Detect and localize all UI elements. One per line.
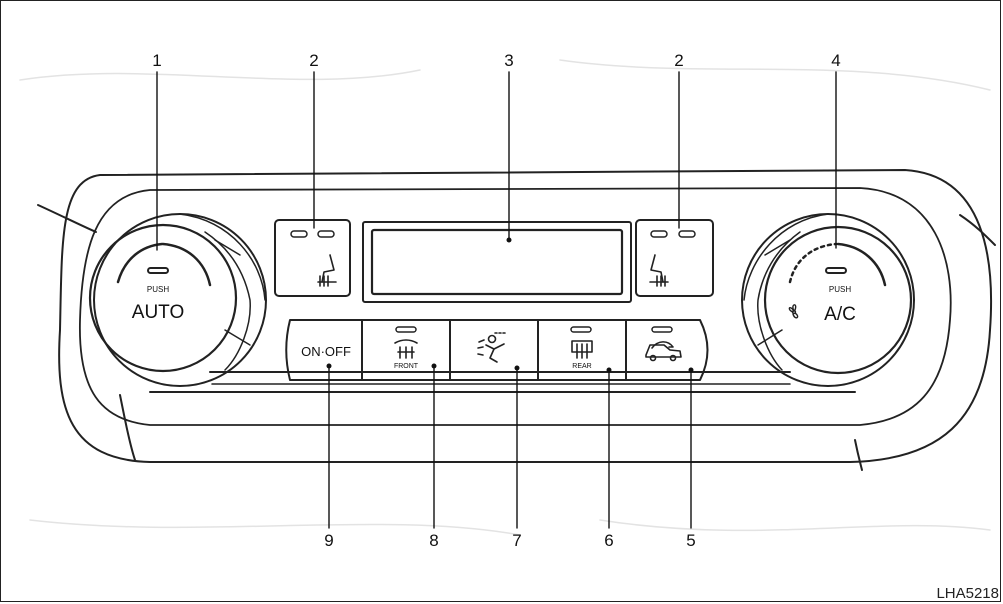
callout-3: 3 — [504, 51, 513, 70]
right-seat-lamp-2 — [678, 230, 696, 238]
right-dash-line — [959, 214, 996, 246]
right-seat-heater-button[interactable] — [635, 219, 714, 297]
background-sketch — [19, 59, 991, 536]
ac-label: A/C — [824, 304, 856, 325]
seat-heater-icon — [649, 254, 669, 287]
callout-5: 5 — [686, 531, 695, 550]
auto-knob[interactable] — [88, 213, 267, 387]
airflow-mode-icon — [477, 332, 506, 363]
on-off-button[interactable] — [285, 319, 363, 381]
display-screen — [362, 221, 632, 303]
callout-2-left: 2 — [309, 51, 318, 70]
callout-2-right: 2 — [674, 51, 683, 70]
figure-code: LHA5218 — [936, 585, 999, 602]
recirculation-lamp — [651, 326, 673, 333]
callout-7: 7 — [512, 531, 521, 550]
rear-defrost-icon — [571, 340, 593, 359]
left-seat-heater-button[interactable] — [274, 219, 351, 297]
ac-indicator-lamp — [825, 267, 847, 274]
callout-4: 4 — [831, 51, 840, 70]
recirculation-icon — [645, 341, 682, 362]
front-defrost-icon — [394, 339, 418, 359]
left-seat-lamp-1 — [290, 230, 308, 238]
ac-knob[interactable] — [741, 213, 915, 387]
dash-bezel-outer — [58, 169, 993, 463]
left-dash-line — [37, 204, 97, 233]
callout-dots — [326, 237, 694, 373]
left-lower-line — [119, 394, 136, 461]
auto-indicator-lamp — [147, 267, 169, 274]
rear-defrost-lamp — [570, 326, 592, 333]
rear-label: REAR — [572, 363, 591, 370]
right-lower-line — [854, 439, 863, 471]
callout-8: 8 — [429, 531, 438, 550]
front-label: FRONT — [394, 363, 419, 370]
on-off-label: ON·OFF — [301, 344, 351, 359]
dash-bezel-inner — [79, 187, 952, 426]
left-seat-lamp-2 — [317, 230, 335, 238]
callout-leaders — [156, 71, 837, 529]
front-defrost-lamp — [395, 326, 417, 333]
auto-label: AUTO — [132, 302, 184, 323]
seat-heater-icon — [317, 254, 337, 287]
ac-push-label: PUSH — [829, 285, 851, 294]
right-seat-lamp-1 — [650, 230, 668, 238]
callout-9: 9 — [324, 531, 333, 550]
callout-1: 1 — [152, 51, 161, 70]
callout-6: 6 — [604, 531, 613, 550]
auto-push-label: PUSH — [147, 285, 169, 294]
fan-icon — [788, 304, 799, 319]
recirculation-button[interactable] — [625, 319, 709, 381]
